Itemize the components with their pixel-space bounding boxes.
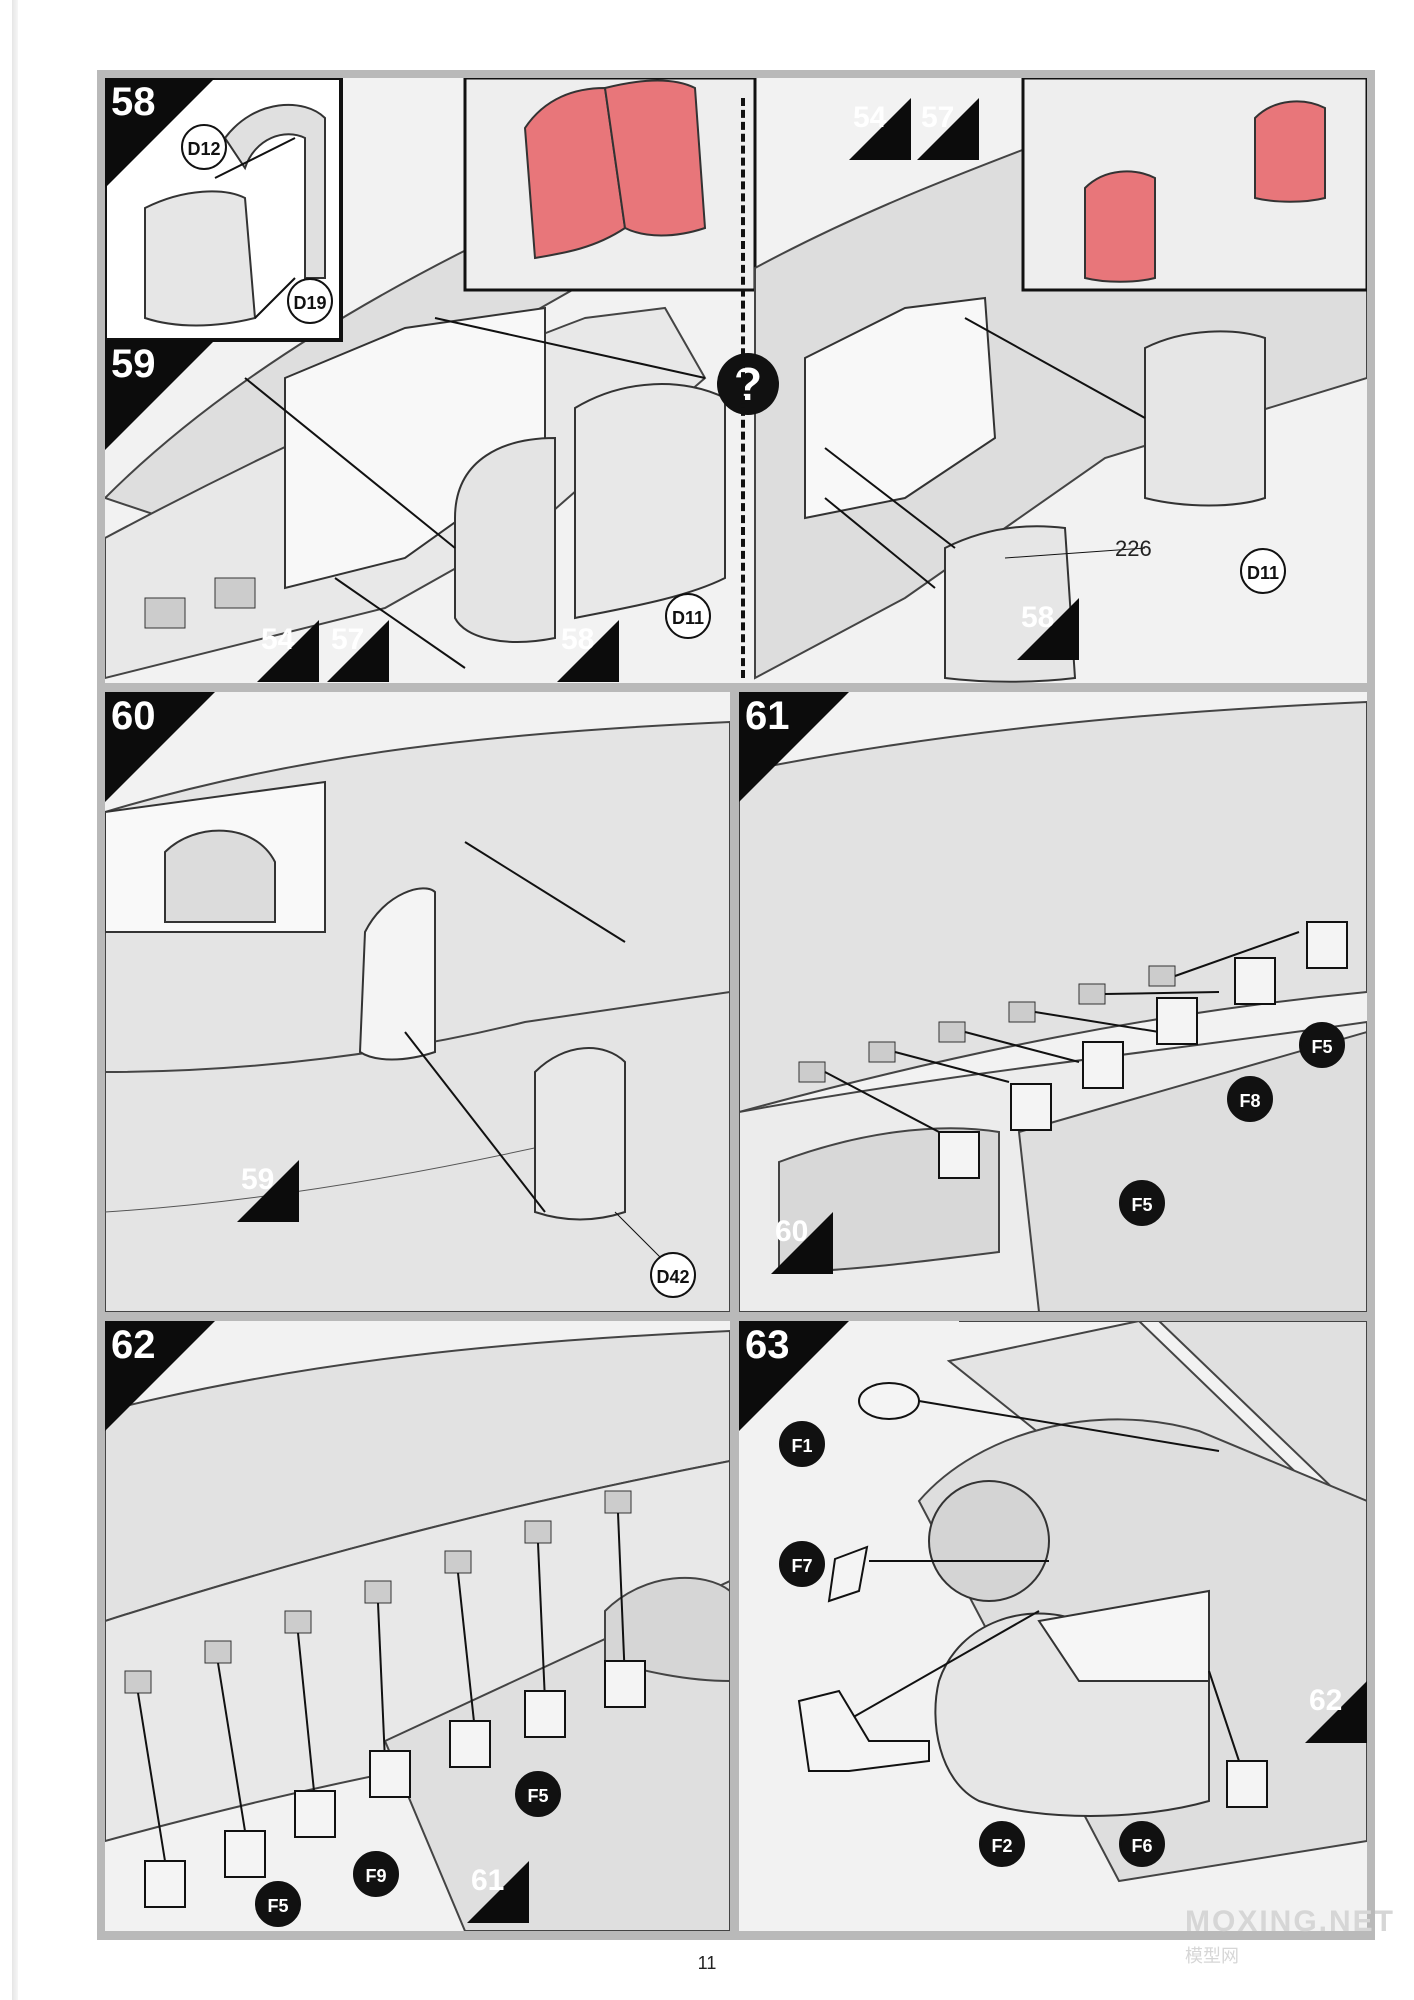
ref-step-60: 60 <box>771 1212 833 1274</box>
step-63-illustration <box>797 1321 1367 1883</box>
part-d11-callout-right: D11 <box>1240 548 1286 594</box>
panel-step-59: 58 59 D12 D19 D11 D11 226 ? 54 57 58 54 … <box>105 78 1367 683</box>
part-f1-callout: F1 <box>779 1421 825 1467</box>
ref-60-label: 60 <box>775 1215 809 1248</box>
scan-edge <box>12 0 18 2000</box>
ref-step-58-right: 58 <box>1017 598 1079 660</box>
step-59-label: 59 <box>111 342 156 386</box>
ref-step-54-right: 54 <box>849 98 911 160</box>
step-62-label: 62 <box>111 1323 156 1367</box>
part-d19-callout: D19 <box>287 278 333 324</box>
page-number: 11 <box>697 1953 717 1973</box>
part-f5-callout-top: F5 <box>1299 1022 1345 1068</box>
part-f7-callout: F7 <box>779 1541 825 1587</box>
step-62-triangle <box>105 1321 215 1431</box>
part-f5-callout-bottom: F5 <box>1119 1180 1165 1226</box>
step-61-label: 61 <box>745 694 790 738</box>
step-61-illustration <box>739 700 1367 1312</box>
step-63-label: 63 <box>745 1323 790 1367</box>
part-d12-callout: D12 <box>181 124 227 170</box>
part-f6-callout: F6 <box>1119 1821 1165 1867</box>
step-62-illustration <box>105 1329 730 1931</box>
step-60-label: 60 <box>111 694 156 738</box>
part-f5-callout-left: F5 <box>255 1881 301 1927</box>
paint-ref-226: 226 <box>1115 536 1152 561</box>
part-f2-callout: F2 <box>979 1821 1025 1867</box>
panel-step-62: 62 F5 F9 F5 61 <box>105 1321 730 1931</box>
ref-step-62: 62 <box>1305 1681 1367 1743</box>
ref-59-label: 59 <box>241 1163 275 1196</box>
ref-57-right-label: 57 <box>921 101 955 134</box>
ref-54-right-label: 54 <box>853 101 887 134</box>
step-58-label: 58 <box>111 80 156 124</box>
panel-step-60: 60 D42 59 <box>105 692 730 1312</box>
ref-62-label: 62 <box>1309 1684 1343 1717</box>
watermark-subtitle: 模型网 <box>1185 1946 1239 1966</box>
ref-step-57-right: 57 <box>917 98 979 160</box>
ref-61-label: 61 <box>471 1864 505 1897</box>
ref-step-58-left: 58 <box>557 620 619 682</box>
part-f9-callout: F9 <box>353 1851 399 1897</box>
instruction-sheet: 58 59 D12 D19 D11 D11 226 ? 54 57 58 54 … <box>97 70 1375 1940</box>
step-61-triangle <box>739 692 849 802</box>
panel-step-63: 63 F1 F7 F2 F6 62 <box>739 1321 1367 1931</box>
step-59-triangle <box>105 340 215 450</box>
ref-step-61: 61 <box>467 1861 529 1923</box>
ref-58-left-label: 58 <box>561 623 595 656</box>
panel-step-61: 61 F5 F8 F5 60 <box>739 692 1367 1312</box>
ref-57-left-label: 57 <box>331 623 365 656</box>
step-60-triangle <box>105 692 215 802</box>
watermark: MOXING.NET <box>1185 1905 1396 1938</box>
dashed-divider <box>741 98 745 678</box>
part-d11-callout-left: D11 <box>665 593 711 639</box>
question-mark-icon: ? <box>717 353 779 415</box>
part-d42-callout: D42 <box>650 1252 696 1298</box>
ref-step-54-left: 54 <box>257 620 319 682</box>
part-f8-callout: F8 <box>1227 1076 1273 1122</box>
ref-54-left-label: 54 <box>261 623 295 656</box>
part-f5-callout-right: F5 <box>515 1771 561 1817</box>
step-63-triangle <box>739 1321 849 1431</box>
ref-step-57-left: 57 <box>327 620 389 682</box>
ref-58-right-label: 58 <box>1021 601 1055 634</box>
ref-step-59: 59 <box>237 1160 299 1222</box>
